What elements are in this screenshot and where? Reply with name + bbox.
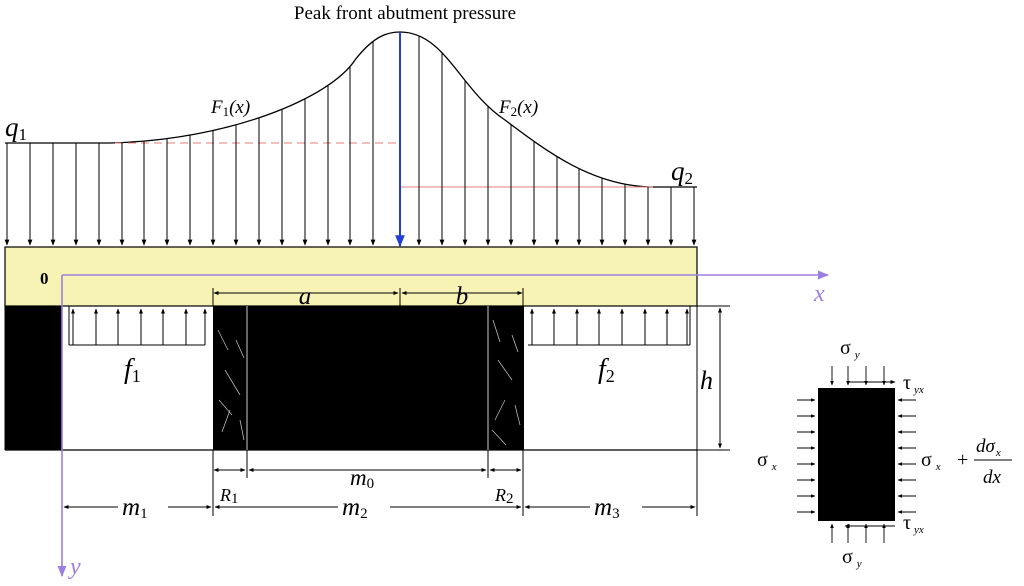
stress-element-body xyxy=(818,388,895,521)
crack-line xyxy=(218,399,233,416)
dsigma-numerator: dσx xyxy=(976,436,1001,459)
crack-line xyxy=(491,429,507,446)
dim-m3-bg xyxy=(590,493,642,519)
dim-m1-label: m1 xyxy=(122,494,148,522)
y-axis-label: y xyxy=(68,554,81,580)
f1-label: f1 xyxy=(124,354,141,386)
dim-m3-label: m3 xyxy=(594,494,620,522)
dim-m0-label: m0 xyxy=(350,465,374,492)
dim-a-label: a xyxy=(299,283,312,310)
crack-line xyxy=(217,329,229,351)
dim-r2-label: R2 xyxy=(494,485,514,507)
abutment-pressure-curve xyxy=(5,31,697,188)
distributed-load-arrows xyxy=(4,35,697,246)
fracture-zone-texture xyxy=(217,319,521,446)
crack-line xyxy=(224,369,241,396)
coal-center xyxy=(213,306,524,450)
dim-r1-label: R1 xyxy=(219,485,239,507)
crack-line xyxy=(494,399,506,421)
crack-line xyxy=(239,419,245,441)
dsigma-denominator: dx xyxy=(983,467,1002,488)
plus-sign: + xyxy=(957,449,968,471)
coal-left xyxy=(5,306,62,450)
origin-label: 0 xyxy=(40,269,49,288)
dim-m1-bg xyxy=(118,493,168,519)
crack-line xyxy=(235,339,245,359)
support-force-arrows xyxy=(71,308,689,345)
dim-m2-label: m2 xyxy=(342,494,368,522)
crack-line xyxy=(511,334,519,353)
dim-b-label: b xyxy=(456,283,469,310)
overlying-stratum-beam xyxy=(4,246,698,307)
dim-h-label: h xyxy=(700,366,713,395)
dim-m2-bg xyxy=(338,493,390,519)
q1-label: q1 xyxy=(5,112,27,144)
q2-label: q2 xyxy=(671,156,693,188)
crack-line xyxy=(514,404,521,426)
crack-line xyxy=(497,359,513,381)
stress-element-arrows xyxy=(797,366,916,543)
crack-line xyxy=(221,409,231,433)
crack-line xyxy=(492,319,501,343)
diagram-title: Peak front abutment pressure xyxy=(294,3,516,24)
f1x-label: F1(x) xyxy=(210,97,250,119)
x-axis-label: x xyxy=(813,281,825,307)
f2x-label: F2(x) xyxy=(498,97,538,119)
f2-label: f2 xyxy=(598,354,615,386)
